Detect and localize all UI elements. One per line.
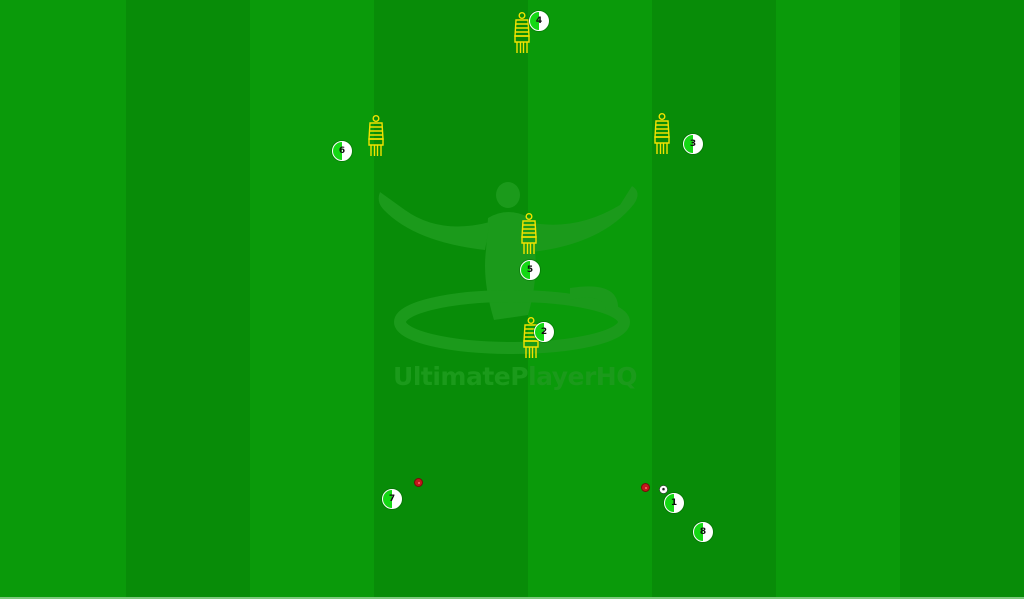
brand-watermark-text: UltimatePlayerHQ [393, 362, 637, 391]
pitch-edge-line [0, 597, 1024, 599]
grass-stripe [0, 0, 126, 599]
cone[interactable] [641, 483, 650, 492]
grass-stripe [900, 0, 1024, 599]
grass-stripe [126, 0, 250, 599]
player-number: 4 [535, 15, 543, 26]
player-1[interactable]: 1 [664, 493, 684, 513]
grass-stripe [776, 0, 900, 599]
celebrating-player-logo-icon [378, 182, 638, 354]
mannequin-icon[interactable] [651, 113, 673, 155]
mannequin-icon[interactable] [518, 213, 540, 255]
player-2[interactable]: 2 [534, 322, 554, 342]
player-number: 7 [388, 493, 396, 504]
player-number: 5 [526, 264, 534, 275]
player-6[interactable]: 6 [332, 141, 352, 161]
player-number: 6 [338, 145, 346, 156]
player-5[interactable]: 5 [520, 260, 540, 280]
grass-stripe [250, 0, 374, 599]
cone[interactable] [414, 478, 423, 487]
player-number: 1 [670, 497, 678, 508]
mannequin-icon[interactable] [365, 115, 387, 157]
football-icon[interactable] [659, 485, 668, 494]
player-number: 3 [689, 138, 697, 149]
mannequin-icon[interactable] [511, 12, 533, 54]
player-7[interactable]: 7 [382, 489, 402, 509]
player-number: 2 [540, 326, 548, 337]
player-4[interactable]: 4 [529, 11, 549, 31]
player-8[interactable]: 8 [693, 522, 713, 542]
player-number: 8 [699, 526, 707, 537]
brand-watermark: UltimatePlayerHQ [370, 180, 660, 400]
player-3[interactable]: 3 [683, 134, 703, 154]
